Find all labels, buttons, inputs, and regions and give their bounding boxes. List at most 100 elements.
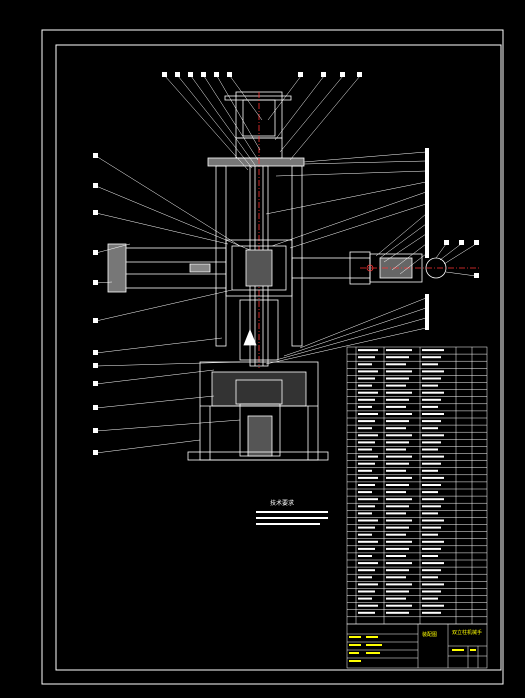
parts-list-cell-mark [358,597,372,600]
parts-list-cell-mark [422,405,438,408]
parts-list-cell-mark [386,349,412,352]
outer-frame [41,29,504,685]
parts-list-cell-mark [386,569,409,572]
parts-list-cell-mark [422,547,441,550]
parts-list-cell-mark [358,476,378,479]
parts-list-cell-mark [358,391,378,394]
parts-list-cell-mark [422,562,444,565]
parts-list-cell-mark [422,611,441,614]
parts-list-cell-mark [358,469,372,472]
title-block [346,623,488,669]
parts-list-cell-mark [386,484,409,486]
parts-list-cell-mark [358,555,372,557]
parts-list-cell-mark [358,377,375,380]
parts-list-cell-mark [358,540,378,543]
parts-list-cell-mark [422,505,441,508]
parts-list-cell-mark [358,526,375,529]
parts-list-cell-mark [422,441,441,444]
parts-list-cell-mark [358,498,378,501]
parts-list-cell-mark [358,413,378,415]
parts-list-cell-mark [422,391,444,394]
parts-list-cell-mark [358,441,375,444]
parts-list-cell-mark [358,427,372,430]
parts-list-cell-mark [422,448,438,451]
parts-list-cell-mark [422,590,441,593]
parts-list-cell-mark [358,547,375,550]
parts-list-cell-mark [422,377,441,380]
parts-list-cell-mark [386,583,412,586]
parts-list-cell-mark [358,398,375,401]
parts-list-cell-mark [386,398,409,401]
parts-list-cell-mark [358,519,378,522]
parts-list-cell-mark [386,533,406,536]
parts-list-cell-mark [386,519,412,522]
leader-lines [95,75,477,454]
parts-list-cell-mark [422,484,441,486]
parts-list-cell-mark [386,540,412,543]
parts-list-cell-mark [358,356,375,359]
parts-list-cell-mark [358,611,375,614]
parts-list-cell-mark [358,512,372,515]
parts-list [346,346,488,625]
parts-list-cell-mark [386,405,406,408]
part-name: 双立柱机械手 [452,630,483,636]
parts-list-cell-mark [386,576,406,579]
parts-list-cell-mark [386,420,409,423]
inner-frame [55,44,502,671]
parts-list-cell-mark [358,363,372,366]
parts-list-cell-mark [386,384,406,387]
parts-list-cell-mark [422,604,444,607]
technical-notes [256,511,328,525]
parts-list-cell-mark [386,469,406,472]
parts-list-cell-mark [386,441,409,444]
parts-list-cell-mark [358,448,372,451]
top-flange [207,157,305,167]
right-column [291,165,303,347]
parts-list-cell-mark [358,533,372,536]
parts-list-cell-mark [422,476,444,479]
parts-list-cell-mark [386,512,406,515]
parts-list-cell-mark [358,462,375,465]
parts-list-cell-mark [358,455,378,458]
parts-list-cell-mark [386,356,409,359]
parts-list-cell-mark [422,356,441,359]
parts-list-cell-mark [358,349,378,352]
parts-list-cell-mark [422,569,441,572]
parts-list-cell-mark [422,420,441,423]
assembly-view [107,91,480,461]
parts-list-cell-mark [386,427,406,430]
parts-list-cell-mark [422,363,438,366]
parts-list-cell-mark [422,533,438,536]
parts-list-cell-mark [358,434,378,437]
parts-list-cell-mark [422,427,438,430]
parts-list-cell-mark [422,519,444,522]
parts-list-cell-mark [386,590,409,593]
parts-list-cell-mark [386,526,409,529]
balloon-marks [93,72,479,455]
left-column [215,165,227,347]
parts-list-cell-mark [422,413,444,415]
parts-list-cell-mark [422,576,438,579]
parts-list-cell-mark [358,405,372,408]
parts-list-cell-mark [386,597,406,600]
parts-list-cell-mark [358,576,372,579]
parts-list-cell-mark [422,498,444,501]
parts-list-cell-mark [358,384,372,387]
parts-list-cell-mark [422,455,444,458]
parts-list-cell-mark [422,526,441,529]
parts-list-cell-mark [358,420,375,423]
parts-list-cell-mark [386,448,406,451]
parts-list-cell-mark [422,434,444,437]
parts-list-cell-mark [386,491,406,494]
parts-list-cell-mark [358,583,378,586]
parts-list-cell-mark [386,370,412,373]
parts-list-cell-mark [422,398,441,401]
parts-list-cell-mark [358,569,375,572]
parts-list-cell-mark [386,476,412,479]
right-arm [291,257,371,279]
technical-requirements-title: 技术要求 [269,500,294,507]
parts-list-cell-mark [386,498,412,501]
parts-list-cell-mark [386,434,412,437]
drawing-title: 装配图 [422,632,438,638]
